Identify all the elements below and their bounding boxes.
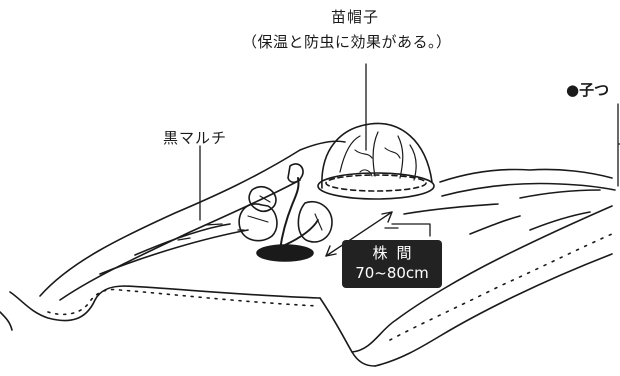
mulch-label: 黒マルチ [163, 129, 228, 147]
back-ridge-left [39, 140, 346, 297]
bed-front-left [9, 285, 321, 322]
left-edge [0, 311, 13, 331]
bed-front-left-soil [47, 288, 319, 316]
plant-spacing-label: 株間 70~80cm [342, 240, 442, 288]
bed-front-right [351, 205, 613, 353]
mulch-edge-right-2 [469, 211, 591, 235]
back-ridge-right [439, 168, 613, 183]
hot-cap-title: 苗帽子 [331, 8, 380, 26]
back-ridge-right-inner [441, 182, 616, 197]
hot-cap [317, 122, 435, 200]
bed-front-fold [319, 297, 376, 367]
spacing-arrow [325, 211, 393, 257]
side-heading: ●子つ [566, 81, 610, 99]
mulch-edge-mid [134, 223, 231, 256]
spacing-leader [391, 223, 431, 237]
seedling [238, 163, 333, 262]
bed-front-right-2 [374, 253, 613, 367]
hot-cap-note: （保温と防虫に効果がある。） [242, 33, 452, 51]
back-ridge-left-inner [59, 179, 301, 301]
surface-marks [177, 223, 399, 241]
plant-spacing-value: 70~80cm [355, 264, 429, 282]
plant-spacing-title: 株間 [372, 244, 421, 262]
mulch-edge-right [403, 189, 601, 215]
mulch-edge-left [99, 229, 249, 275]
